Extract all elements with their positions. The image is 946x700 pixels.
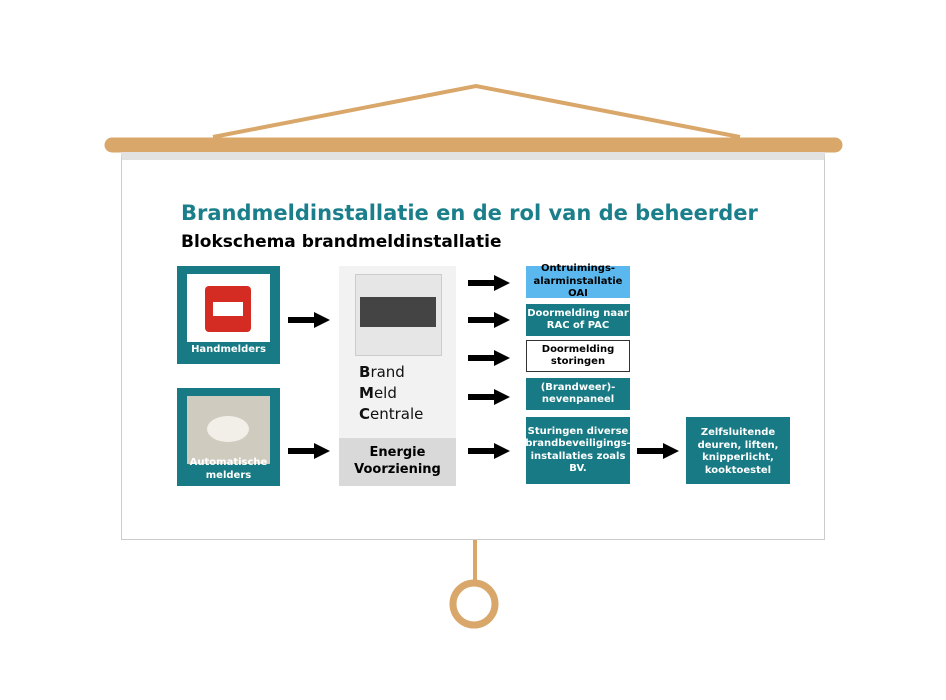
input-label: Handmelders xyxy=(191,343,266,355)
output-rac-pac: Doormelding naar RAC of PAC xyxy=(526,304,630,336)
output-sturingen: Sturingen diverse brandbeveiligings-inst… xyxy=(525,417,631,484)
final-zelfsluitende: Zelfsluitende deuren, liften, knipperlic… xyxy=(686,417,790,484)
page-subtitle: Blokschema brandmeldinstallatie xyxy=(181,232,502,252)
page-title: Brandmeldinstallatie en de rol van de be… xyxy=(181,201,758,225)
smoke-detector-image xyxy=(187,396,270,464)
hanging-string xyxy=(212,83,741,139)
manual-call-point-image xyxy=(187,274,270,342)
fire-panel-image xyxy=(355,274,442,356)
output-nevenpaneel: (Brandweer)-nevenpaneel xyxy=(526,378,630,410)
energie-voorziening: Energie Voorziening xyxy=(339,438,456,486)
bmc-label: Brand Meld Centrale xyxy=(359,363,424,423)
brandmeldcentrale-block: Brand Meld Centrale Energie Voorziening xyxy=(339,266,456,486)
input-handmelders: Handmelders xyxy=(177,266,280,364)
output-oai: Ontruimings-alarminstallatie OAI xyxy=(526,263,630,299)
output-storingen: Doormelding storingen xyxy=(526,340,630,372)
pull-ring xyxy=(449,579,499,629)
input-automatische-melders: Automatische melders xyxy=(177,388,280,486)
input-label: Automatische melders xyxy=(189,457,268,481)
